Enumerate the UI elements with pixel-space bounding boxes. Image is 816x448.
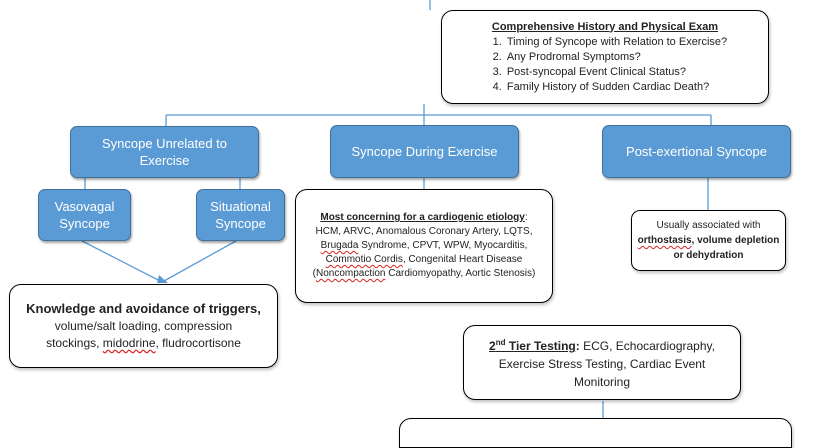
situational-box: Situational Syncope bbox=[196, 189, 285, 241]
condition-congenital: Congenital Heart Disease bbox=[408, 254, 523, 265]
triggers-midodrine: midodrine bbox=[102, 336, 156, 350]
post-exertional-box: Post-exertional Syncope bbox=[602, 125, 791, 178]
condition-cpvt: CPVT bbox=[412, 240, 438, 251]
condition-hcm: HCM bbox=[315, 226, 339, 237]
second-tier-box: 2nd Tier Testing: ECG, Echocardiography,… bbox=[463, 325, 741, 400]
connector-situational-to-triggers bbox=[163, 240, 237, 282]
history-item: Family History of Sudden Cardiac Death? bbox=[505, 80, 727, 95]
triggers-text: Knowledge and avoidance of triggers, vol… bbox=[26, 300, 261, 352]
cardiogenic-text: Most concerning for a cardiogenic etiolo… bbox=[312, 212, 536, 279]
condition-anomalous-coronary: Anomalous Coronary Artery bbox=[375, 226, 499, 237]
history-exam-box: Comprehensive History and Physical Exam … bbox=[441, 10, 769, 104]
cardiogenic-box: Most concerning for a cardiogenic etiolo… bbox=[295, 189, 553, 303]
condition-lqts: LQTS bbox=[503, 226, 530, 237]
condition-noncompaction-suffix: Cardiomyopathy bbox=[385, 268, 461, 279]
condition-aortic-stenosis: Aortic Stenosis bbox=[465, 268, 533, 279]
post-note-or: or bbox=[673, 250, 684, 261]
condition-myocarditis: Myocarditis bbox=[474, 240, 525, 251]
history-item: Any Prodromal Symptoms? bbox=[505, 50, 727, 65]
vasovagal-box: Vasovagal Syncope bbox=[38, 189, 131, 241]
condition-brugada: Brugada bbox=[320, 240, 359, 251]
post-note-intro: Usually associated with bbox=[656, 220, 761, 231]
triggers-line3b: , fludrocortisone bbox=[155, 336, 241, 350]
situational-label: Situational Syncope bbox=[210, 199, 271, 231]
condition-wpw: WPW bbox=[443, 240, 469, 251]
condition-noncompaction: Noncompaction bbox=[315, 268, 386, 279]
second-tier-label: 2nd Tier Testing bbox=[489, 338, 576, 353]
next-step-box bbox=[399, 418, 792, 448]
connector-vasovagal-to-triggers bbox=[81, 240, 163, 283]
post-exertional-label: Post-exertional Syncope bbox=[626, 144, 767, 159]
condition-commotio-cordis: Commotio Cordis bbox=[325, 254, 403, 265]
post-exertional-note-box: Usually associated with orthostasis, vol… bbox=[631, 210, 786, 271]
history-exam-list: Timing of Syncope with Relation to Exerc… bbox=[483, 35, 727, 95]
post-note-text: Usually associated with orthostasis, vol… bbox=[637, 220, 780, 261]
syncope-unrelated-box: Syncope Unrelated to Exercise bbox=[70, 126, 259, 178]
post-note-volume-depletion: volume depletion bbox=[697, 235, 780, 246]
post-note-dehydration: dehydration bbox=[686, 250, 744, 261]
connector-lines bbox=[81, 0, 712, 418]
syncope-during-box: Syncope During Exercise bbox=[330, 125, 519, 178]
vasovagal-label: Vasovagal Syncope bbox=[54, 199, 115, 231]
arrowhead bbox=[157, 275, 168, 283]
second-tier-text: 2nd Tier Testing: ECG, Echocardiography,… bbox=[489, 338, 715, 389]
history-exam-title: Comprehensive History and Physical Exam bbox=[491, 20, 719, 33]
triggers-box: Knowledge and avoidance of triggers, vol… bbox=[9, 284, 278, 368]
second-tier-tests: ECG, Echocardiography, Exercise Stress T… bbox=[498, 339, 715, 389]
history-item: Post-syncopal Event Clinical Status? bbox=[505, 65, 727, 80]
triggers-line3a: stockings, bbox=[46, 336, 100, 350]
history-item: Timing of Syncope with Relation to Exerc… bbox=[505, 35, 727, 50]
triggers-heading: Knowledge and avoidance of triggers, bbox=[26, 301, 261, 316]
syncope-during-label: Syncope During Exercise bbox=[351, 144, 498, 159]
post-note-orthostasis: orthostasis bbox=[637, 235, 692, 246]
triggers-line2: volume/salt loading, compression bbox=[54, 319, 233, 333]
condition-arvc: ARVC bbox=[343, 226, 371, 237]
syncope-unrelated-label: Syncope Unrelated to Exercise bbox=[101, 136, 228, 168]
cardiogenic-heading: Most concerning for a cardiogenic etiolo… bbox=[320, 212, 525, 223]
condition-brugada-suffix: Syndrome bbox=[358, 240, 407, 251]
